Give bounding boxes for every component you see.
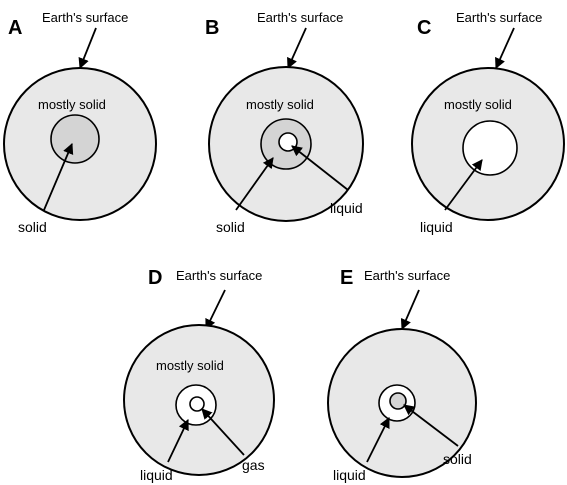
liquid-arrow <box>167 419 189 463</box>
panel-letter: B <box>205 17 219 39</box>
inner-label-gas: gas <box>242 457 265 473</box>
surface-label: Earth's surface <box>42 10 128 25</box>
surface-arrow <box>78 27 97 70</box>
solid-arrow <box>403 404 459 447</box>
surface-arrow <box>400 289 420 330</box>
panel-letter: E <box>340 267 353 289</box>
solid-arrow <box>43 143 74 211</box>
gas-arrow <box>201 408 245 456</box>
liquid-arrow <box>444 159 483 211</box>
liquid-arrow <box>291 145 349 191</box>
panel-b: B Earth's surface mostly solid solid liq… <box>205 10 364 235</box>
liquid-arrow <box>366 417 390 463</box>
panel-d: D Earth's surface mostly solid liquid ga… <box>123 267 275 483</box>
panel-letter: A <box>8 17 22 39</box>
solid-core <box>389 392 407 410</box>
surface-arrow <box>287 27 307 69</box>
mantle-label: mostly solid <box>444 97 512 112</box>
gas-core <box>189 396 205 412</box>
solid-arrow <box>235 157 274 211</box>
panel-letter: D <box>148 267 162 289</box>
surface-label: Earth's surface <box>456 10 542 25</box>
solid-core <box>50 114 100 164</box>
inner-label-liquid: liquid <box>420 219 453 235</box>
surface-arrow <box>205 289 226 330</box>
panel-letter: C <box>417 17 431 39</box>
mantle-label: mostly solid <box>38 97 106 112</box>
panel-a: A Earth's surface mostly solid solid <box>3 10 157 235</box>
surface-label: Earth's surface <box>257 10 343 25</box>
mantle-label: mostly solid <box>156 358 224 373</box>
panel-e: E Earth's surface liquid solid <box>327 267 477 483</box>
inner-label-solid: solid <box>216 219 245 235</box>
inner-label-liquid: liquid <box>330 200 363 216</box>
panel-c: C Earth's surface mostly solid liquid <box>411 10 565 235</box>
inner-label-liquid: liquid <box>333 467 366 483</box>
liquid-core <box>462 120 518 176</box>
surface-label: Earth's surface <box>364 268 450 283</box>
inner-label-liquid: liquid <box>140 467 173 483</box>
surface-arrow <box>495 27 515 69</box>
mantle-label: mostly solid <box>246 97 314 112</box>
inner-label-solid: solid <box>18 219 47 235</box>
surface-label: Earth's surface <box>176 268 262 283</box>
inner-label-solid: solid <box>443 451 472 467</box>
